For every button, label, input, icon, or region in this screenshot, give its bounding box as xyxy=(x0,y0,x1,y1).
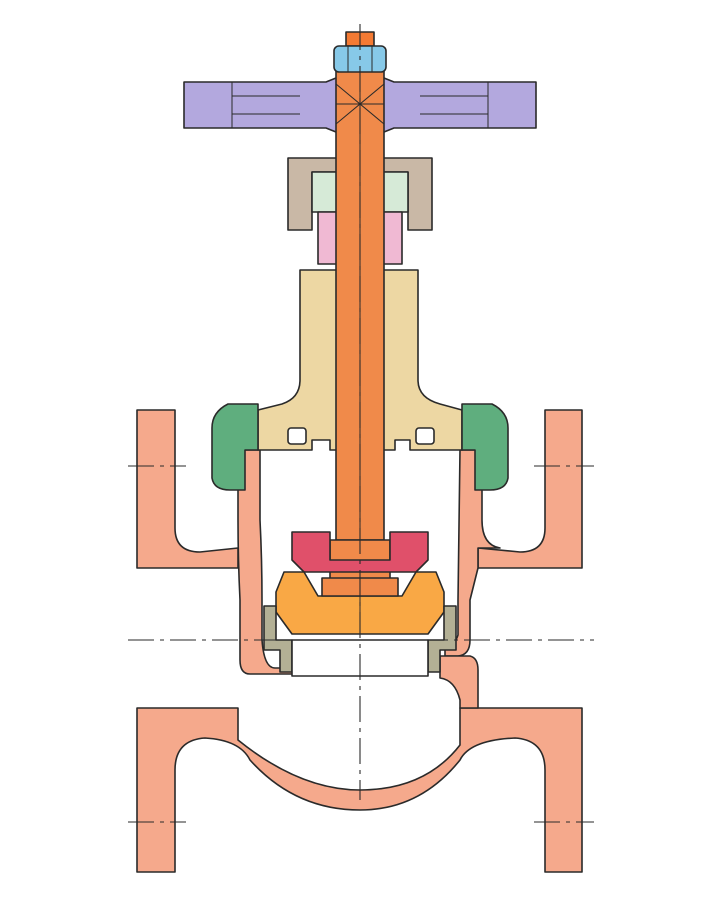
bonnet-left-slot xyxy=(287,427,307,445)
disc-nut xyxy=(291,531,429,573)
valve-body-outlet-lip xyxy=(439,655,479,709)
stem-square-drive xyxy=(335,83,385,125)
bonnet-nut-right xyxy=(461,403,509,491)
bonnet-nut-left xyxy=(211,403,259,491)
disc-nut-shape xyxy=(291,531,429,573)
bonnet-nut xyxy=(211,403,509,491)
handwheel-spoke-edges xyxy=(232,95,488,115)
bonnet-right-slot xyxy=(415,427,435,445)
centerlines xyxy=(128,24,594,823)
